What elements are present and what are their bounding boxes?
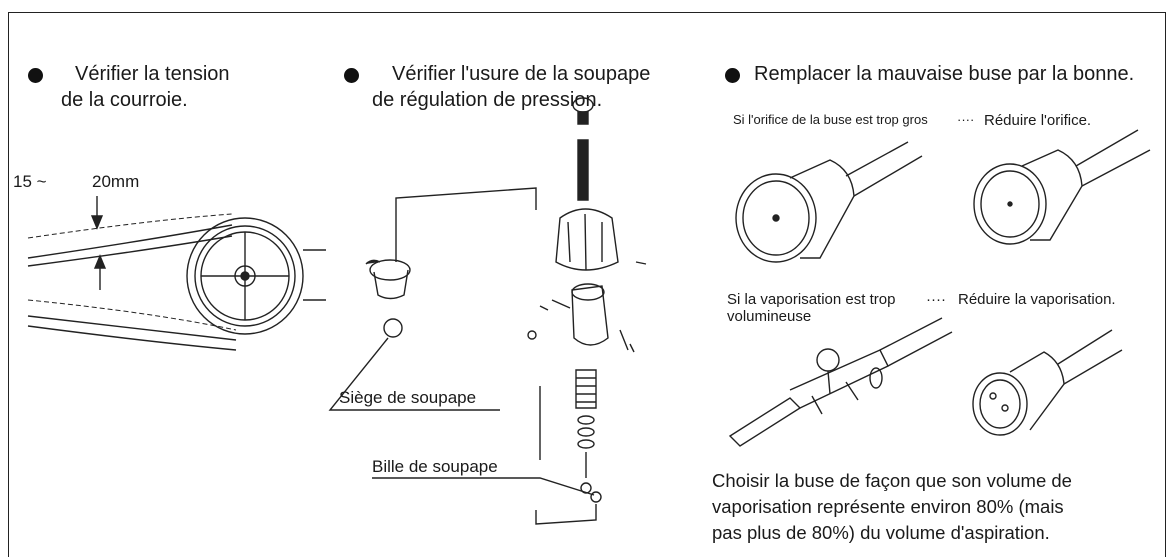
bullet-icon bbox=[344, 68, 359, 83]
bullet-icon bbox=[28, 68, 43, 83]
valve-seat-label: Siège de soupape bbox=[339, 388, 477, 407]
valve-illustration bbox=[328, 97, 647, 525]
belt-pulley-illustration bbox=[27, 196, 326, 351]
nozzle-reduced-orifice bbox=[973, 129, 1151, 245]
spray-condition-line1: Si la vaporisation est trop bbox=[727, 291, 896, 308]
nozzle-heading: Remplacer la mauvaise buse par la bonne. bbox=[754, 63, 1135, 85]
belt-heading-line2: de la courroie. bbox=[61, 89, 188, 111]
nozzle-reduced-spray bbox=[972, 329, 1123, 436]
valve-heading-line2: de régulation de pression. bbox=[372, 89, 603, 111]
note-line2: vaporisation représente environ 80% (mai… bbox=[712, 496, 1064, 517]
orifice-action: Réduire l'orifice. bbox=[984, 112, 1092, 129]
orifice-condition: Si l'orifice de la buse est trop gros bbox=[733, 112, 928, 127]
spray-condition-line2: volumineuse bbox=[727, 308, 812, 325]
spray-action: Réduire la vaporisation. bbox=[958, 291, 1116, 308]
note-line3: pas plus de 80%) du volume d'aspiration. bbox=[712, 522, 1050, 543]
spray-gun-illustration bbox=[728, 317, 953, 447]
valve-heading-line1: Vérifier l'usure de la soupape bbox=[392, 63, 651, 85]
measure-left: 15 ~ bbox=[13, 172, 47, 191]
spray-dots: ···· bbox=[926, 291, 946, 308]
bullet-icon bbox=[725, 68, 740, 83]
measure-right: 20mm bbox=[92, 172, 140, 191]
nozzle-large-orifice bbox=[735, 141, 923, 263]
page-frame bbox=[8, 12, 1166, 557]
belt-heading-line1: Vérifier la tension bbox=[75, 63, 230, 85]
orifice-dots: ···· bbox=[957, 112, 975, 127]
valve-ball-label: Bille de soupape bbox=[372, 457, 498, 476]
note-line1: Choisir la buse de façon que son volume … bbox=[712, 470, 1072, 491]
